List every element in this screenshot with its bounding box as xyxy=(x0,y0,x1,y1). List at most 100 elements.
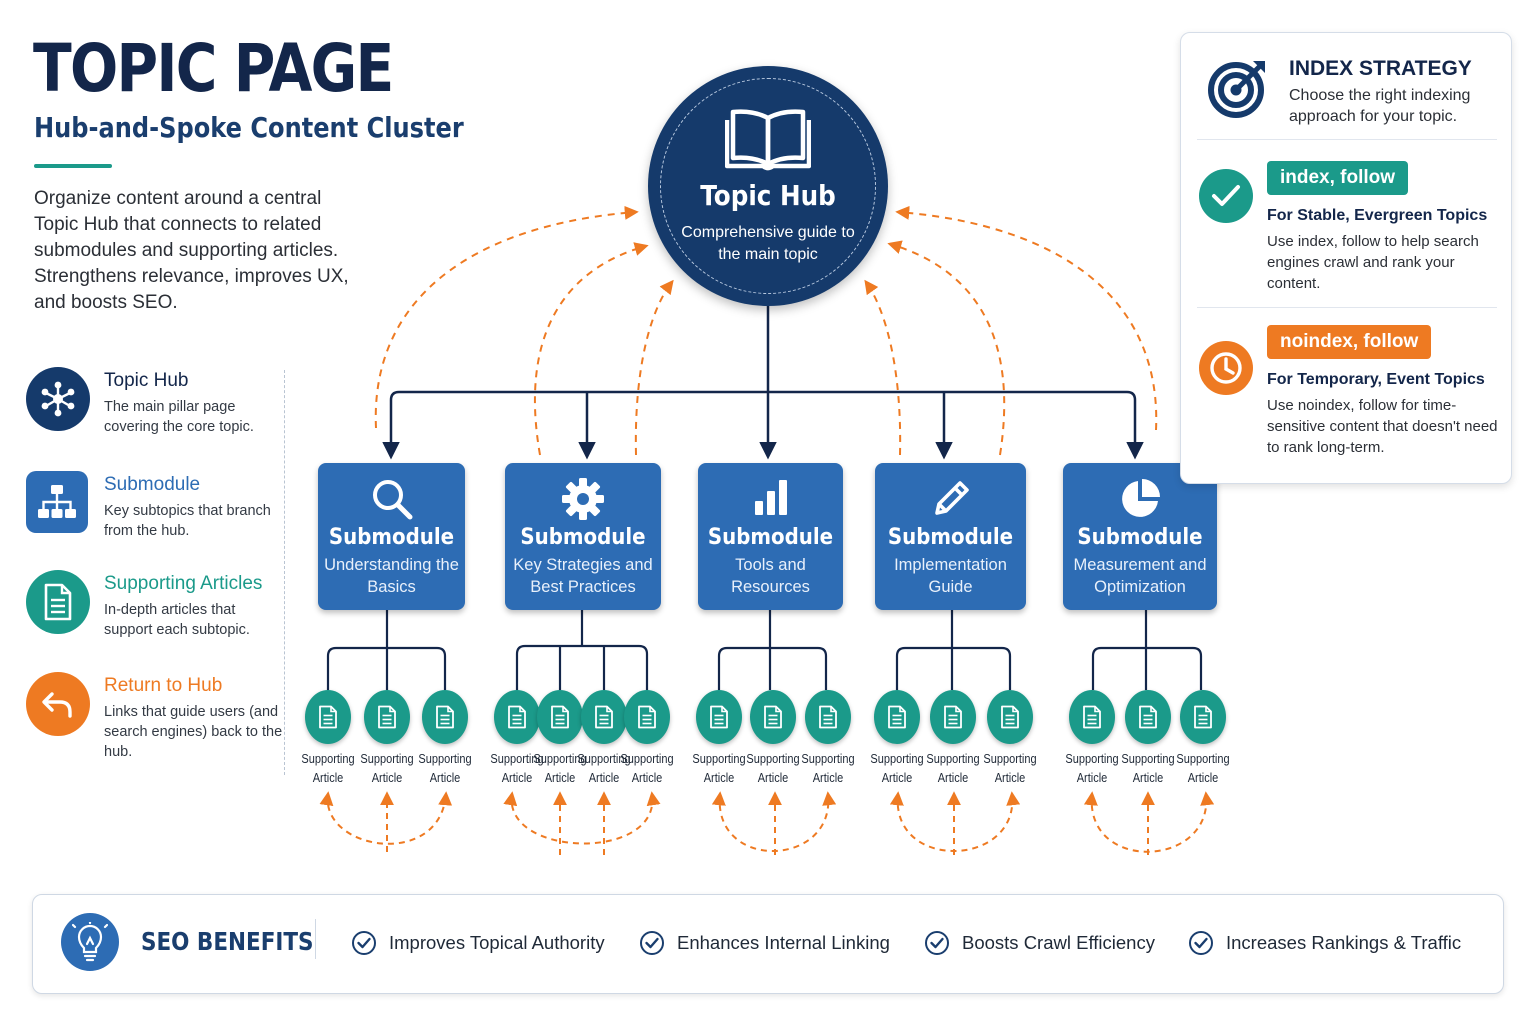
legend-title: Supporting Articles xyxy=(104,573,263,594)
legend-desc: The main pillar page covering the core t… xyxy=(104,399,254,435)
supporting-article-node[interactable] xyxy=(305,690,351,744)
supporting-article-label: Supporting Article xyxy=(801,752,855,785)
option-title: For Stable, Evergreen Topics xyxy=(1267,207,1488,224)
open-book-icon xyxy=(724,108,812,177)
benefit-label: Boosts Crawl Efficiency xyxy=(962,932,1155,953)
lightbulb-icon xyxy=(61,913,119,971)
return-arrow-icon xyxy=(26,672,90,736)
document-icon xyxy=(944,705,962,729)
pie-chart-icon xyxy=(1063,477,1217,521)
supporting-article-label: Supporting Article xyxy=(926,752,980,785)
submodule-desc: Tools and Resources xyxy=(731,556,810,596)
submodule-title: Submodule xyxy=(328,525,455,550)
legend-desc: In-depth articles that support each subt… xyxy=(104,602,250,638)
supporting-article-node[interactable] xyxy=(987,690,1033,744)
index-strategy-panel: INDEX STRATEGY Choose the right indexing… xyxy=(1180,32,1512,484)
supporting-article-node[interactable] xyxy=(494,690,540,744)
check-circle-icon xyxy=(352,931,376,955)
supporting-article-node[interactable] xyxy=(581,690,627,744)
supporting-article-label: Supporting Article xyxy=(746,752,800,785)
document-icon xyxy=(1139,705,1157,729)
index-follow-badge: index, follow xyxy=(1267,161,1409,195)
submodule-basics[interactable]: Submodule Understanding the Basics xyxy=(318,463,465,610)
benefit-item: Improves Topical Authority xyxy=(351,929,605,957)
hub-title: Topic Hub xyxy=(700,179,836,212)
legend-title: Return to Hub xyxy=(104,675,223,696)
supporting-article-label: Supporting Article xyxy=(577,752,631,785)
supporting-article-label: Supporting Article xyxy=(301,752,355,785)
supporting-article-node[interactable] xyxy=(1180,690,1226,744)
benefit-item: Increases Rankings & Traffic xyxy=(1188,929,1461,957)
document-icon xyxy=(638,705,656,729)
legend-item-supporting-articles: Supporting Articles In-depth articles th… xyxy=(26,570,286,642)
submodule-strategies[interactable]: Submodule Key Strategies and Best Practi… xyxy=(505,463,661,610)
supporting-article-node[interactable] xyxy=(422,690,468,744)
supporting-article-node[interactable] xyxy=(874,690,920,744)
seo-title: SEO BENEFITS xyxy=(141,927,314,956)
document-icon xyxy=(319,705,337,729)
supporting-article-label: Supporting Article xyxy=(870,752,924,785)
page-subtitle: Hub-and-Spoke Content Cluster xyxy=(34,111,464,144)
hub-subtitle: Comprehensive guide to the main topic xyxy=(681,224,855,263)
supporting-article-node[interactable] xyxy=(537,690,583,744)
supporting-article-node[interactable] xyxy=(805,690,851,744)
supporting-article-node[interactable] xyxy=(1125,690,1171,744)
document-icon xyxy=(1083,705,1101,729)
document-icon xyxy=(508,705,526,729)
benefit-item: Boosts Crawl Efficiency xyxy=(924,929,1155,957)
submodule-desc: Key Strategies and Best Practices xyxy=(513,556,653,596)
submodule-article-links xyxy=(326,610,1203,690)
bar-chart-icon xyxy=(698,477,843,521)
topic-hub-node[interactable]: Topic Hub Comprehensive guide to the mai… xyxy=(648,66,888,306)
intro-text: Organize content around a central Topic … xyxy=(34,188,349,313)
document-icon xyxy=(764,705,782,729)
submodule-title: Submodule xyxy=(1077,525,1203,550)
option-desc: Use noindex, follow for time-sensitive c… xyxy=(1267,397,1498,456)
document-icon xyxy=(551,705,569,729)
supporting-article-label: Supporting Article xyxy=(1176,752,1230,785)
benefit-label: Improves Topical Authority xyxy=(389,932,605,953)
option-desc: Use index, follow to help search engines… xyxy=(1267,233,1479,292)
supporting-article-label: Supporting Article xyxy=(490,752,544,785)
supporting-article-node[interactable] xyxy=(750,690,796,744)
option-title: For Temporary, Event Topics xyxy=(1267,371,1485,388)
submodule-title: Submodule xyxy=(520,525,646,550)
benefit-label: Enhances Internal Linking xyxy=(677,932,890,953)
supporting-article-node[interactable] xyxy=(1069,690,1115,744)
clock-icon xyxy=(1199,341,1253,395)
target-icon xyxy=(1207,55,1271,124)
magnifier-icon xyxy=(318,477,465,521)
article-return-links xyxy=(319,791,1215,855)
document-icon xyxy=(378,705,396,729)
hub-submodule-links xyxy=(382,306,1144,460)
document-icon xyxy=(26,570,90,634)
strategy-divider xyxy=(1197,139,1497,140)
submodule-desc: Understanding the Basics xyxy=(324,556,459,596)
document-icon xyxy=(1194,705,1212,729)
supporting-article-label: Supporting Article xyxy=(533,752,587,785)
noindex-follow-badge: noindex, follow xyxy=(1267,325,1432,359)
supporting-article-label: Supporting Article xyxy=(620,752,674,785)
supporting-article-label: Supporting Article xyxy=(692,752,746,785)
document-icon xyxy=(595,705,613,729)
seo-benefits-bar: SEO BENEFITS Improves Topical Authority … xyxy=(32,894,1504,994)
submodule-implementation[interactable]: Submodule Implementation Guide xyxy=(875,463,1026,610)
legend-item-return-to-hub: Return to Hub Links that guide users (an… xyxy=(26,672,286,760)
check-circle-icon xyxy=(925,931,949,955)
submodule-measurement[interactable]: Submodule Measurement and Optimization xyxy=(1063,463,1217,610)
supporting-article-label: Supporting Article xyxy=(983,752,1037,785)
check-circle-icon xyxy=(640,931,664,955)
gear-icon xyxy=(505,477,661,521)
supporting-article-node[interactable] xyxy=(696,690,742,744)
document-icon xyxy=(1001,705,1019,729)
submodule-tools[interactable]: Submodule Tools and Resources xyxy=(698,463,843,610)
strategy-subtitle: Choose the right indexing approach for y… xyxy=(1289,87,1471,125)
supporting-article-label: Supporting Article xyxy=(360,752,414,785)
document-icon xyxy=(710,705,728,729)
supporting-article-node[interactable] xyxy=(624,690,670,744)
supporting-article-node[interactable] xyxy=(364,690,410,744)
legend-item-submodule: Submodule Key subtopics that branch from… xyxy=(26,471,286,543)
page-title: TOPIC PAGE xyxy=(33,30,394,107)
supporting-article-node[interactable] xyxy=(930,690,976,744)
legend-desc: Key subtopics that branch from the hub. xyxy=(104,503,271,539)
